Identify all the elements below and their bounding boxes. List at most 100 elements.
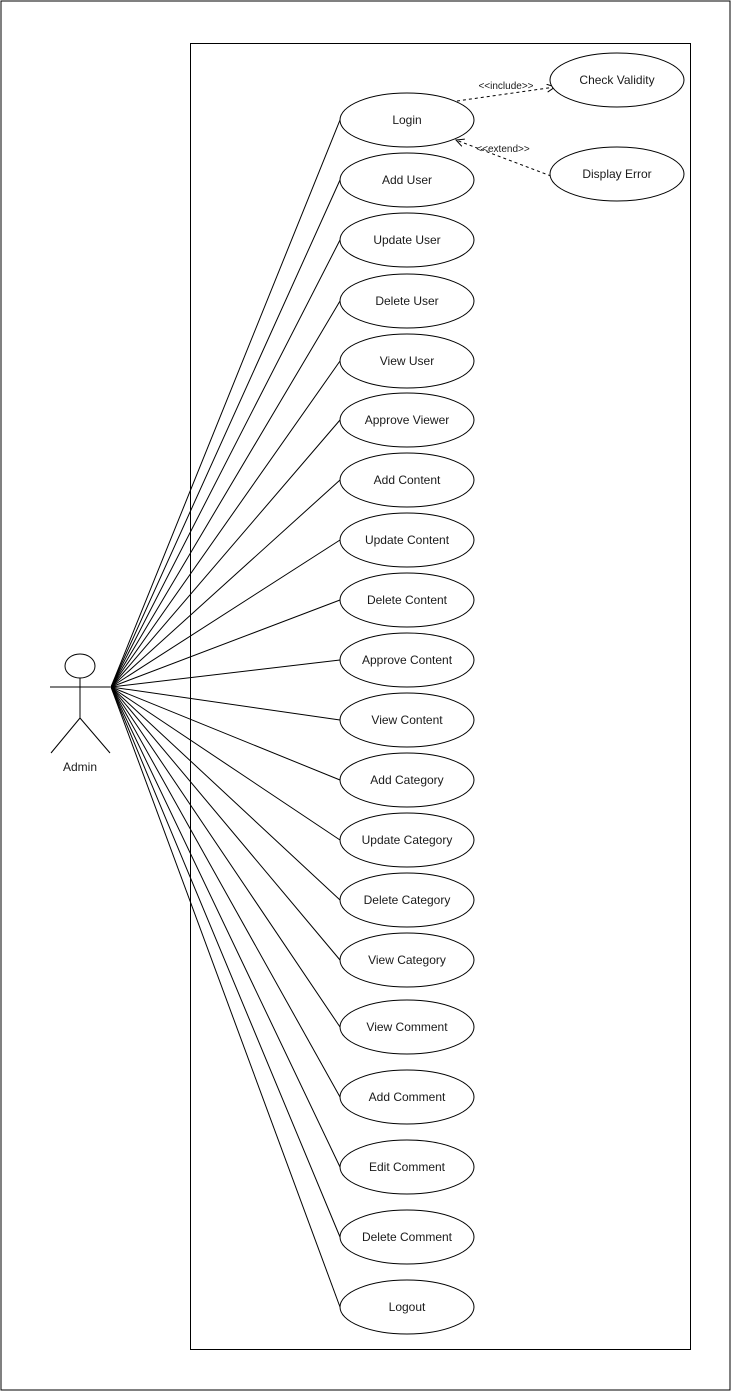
association-logout — [110, 686, 341, 1308]
use-case-ellipse — [339, 812, 475, 868]
association-view-user — [110, 360, 341, 688]
actor-left-leg — [50, 717, 81, 754]
extend-label: <<extend>> — [476, 144, 530, 155]
association-add-comment — [110, 686, 341, 1098]
use-case-label: Delete Comment — [362, 1230, 453, 1244]
use-case-label: View Content — [371, 713, 443, 727]
use-case-label: Login — [392, 113, 421, 127]
association-approve-content — [110, 659, 341, 688]
include-relation — [456, 87, 555, 102]
use-case-ellipse — [339, 752, 475, 808]
use-case-ellipse — [339, 1069, 475, 1125]
association-login — [110, 119, 341, 688]
association-view-content — [110, 686, 341, 721]
use-case-delete-content[interactable]: Delete Content — [339, 572, 475, 628]
use-case-ellipse — [339, 92, 475, 148]
use-case-logout[interactable]: Logout — [339, 1279, 475, 1335]
use-case-ellipse — [339, 1209, 475, 1265]
use-case-delete-comment[interactable]: Delete Comment — [339, 1209, 475, 1265]
association-edit-comment — [110, 686, 341, 1168]
extend-relation — [456, 140, 552, 177]
association-add-user — [110, 179, 341, 688]
use-case-delete-category[interactable]: Delete Category — [339, 872, 475, 928]
use-case-add-user[interactable]: Add User — [339, 152, 475, 208]
association-update-content — [110, 539, 341, 688]
relations: <<include>> <<extend>> — [456, 81, 555, 177]
use-case-ellipse — [339, 572, 475, 628]
use-case-label: Update User — [373, 233, 440, 247]
use-case-view-user[interactable]: View User — [339, 333, 475, 389]
use-case-add-category[interactable]: Add Category — [339, 752, 475, 808]
use-case-ellipse — [339, 152, 475, 208]
association-add-content — [110, 479, 341, 688]
use-case-add-comment[interactable]: Add Comment — [339, 1069, 475, 1125]
use-case-label: Add Category — [370, 773, 443, 787]
use-case-view-comment[interactable]: View Comment — [339, 999, 475, 1055]
use-case-add-content[interactable]: Add Content — [339, 452, 475, 508]
use-case-label: Update Category — [362, 833, 453, 847]
use-case-ellipse — [339, 392, 475, 448]
use-case-label: View User — [380, 354, 434, 368]
use-case-login[interactable]: Login — [339, 92, 475, 148]
extra-use-cases: Check Validity Display Error — [549, 52, 685, 202]
use-case-ellipse — [339, 1139, 475, 1195]
association-delete-user — [110, 300, 341, 688]
use-case-ellipse — [339, 1279, 475, 1335]
association-add-category — [110, 686, 341, 781]
use-case-ellipse — [549, 52, 685, 108]
use-case-ellipse — [339, 999, 475, 1055]
association-approve-viewer — [110, 419, 341, 688]
use-case-label: Update Content — [365, 533, 450, 547]
use-case-label: Delete User — [375, 294, 438, 308]
use-case-view-category[interactable]: View Category — [339, 932, 475, 988]
system-boundary — [190, 43, 691, 1350]
use-case-label: Logout — [389, 1300, 426, 1314]
association-delete-content — [110, 599, 341, 688]
use-case-label: Check Validity — [579, 73, 654, 87]
association-view-category — [110, 686, 341, 961]
use-case-label: View Category — [368, 953, 446, 967]
use-case-label: View Comment — [366, 1020, 448, 1034]
use-case-label: Approve Content — [362, 653, 453, 667]
use-case-label: Approve Viewer — [365, 413, 450, 427]
actor-right-leg — [79, 717, 111, 754]
use-case-update-content[interactable]: Update Content — [339, 512, 475, 568]
actor-head — [64, 653, 96, 679]
use-case-label: Delete Content — [367, 593, 448, 607]
include-label: <<include>> — [478, 81, 533, 92]
actor-label: Admin — [63, 760, 97, 774]
association-update-user — [110, 239, 341, 688]
use-case-ellipse — [339, 212, 475, 268]
use-case-label: Add Content — [374, 473, 441, 487]
use-case-check-validity[interactable]: Check Validity — [549, 52, 685, 108]
use-case-ellipse — [339, 452, 475, 508]
association-delete-comment — [110, 686, 341, 1238]
use-case-edit-comment[interactable]: Edit Comment — [339, 1139, 475, 1195]
association-update-category — [110, 686, 341, 841]
use-case-update-category[interactable]: Update Category — [339, 812, 475, 868]
use-case-approve-content[interactable]: Approve Content — [339, 632, 475, 688]
use-case-delete-user[interactable]: Delete User — [339, 273, 475, 329]
use-case-ellipse — [549, 146, 685, 202]
use-case-label: Add Comment — [369, 1090, 446, 1104]
use-case-ellipse — [339, 273, 475, 329]
use-case-label: Edit Comment — [369, 1160, 446, 1174]
use-case-display-error[interactable]: Display Error — [549, 146, 685, 202]
use-case-label: Add User — [382, 173, 432, 187]
use-case-ellipse — [339, 632, 475, 688]
association-delete-category — [110, 686, 341, 901]
actor-admin[interactable]: Admin — [50, 653, 111, 774]
use-case-view-content[interactable]: View Content — [339, 692, 475, 748]
use-case-update-user[interactable]: Update User — [339, 212, 475, 268]
use-case-label: Display Error — [582, 167, 651, 181]
use-case-approve-viewer[interactable]: Approve Viewer — [339, 392, 475, 448]
use-case-ellipse — [339, 512, 475, 568]
use-case-ellipse — [339, 692, 475, 748]
association-lines — [110, 119, 341, 1308]
use-case-ellipse — [339, 932, 475, 988]
use-case-label: Delete Category — [364, 893, 451, 907]
association-view-comment — [110, 686, 341, 1028]
